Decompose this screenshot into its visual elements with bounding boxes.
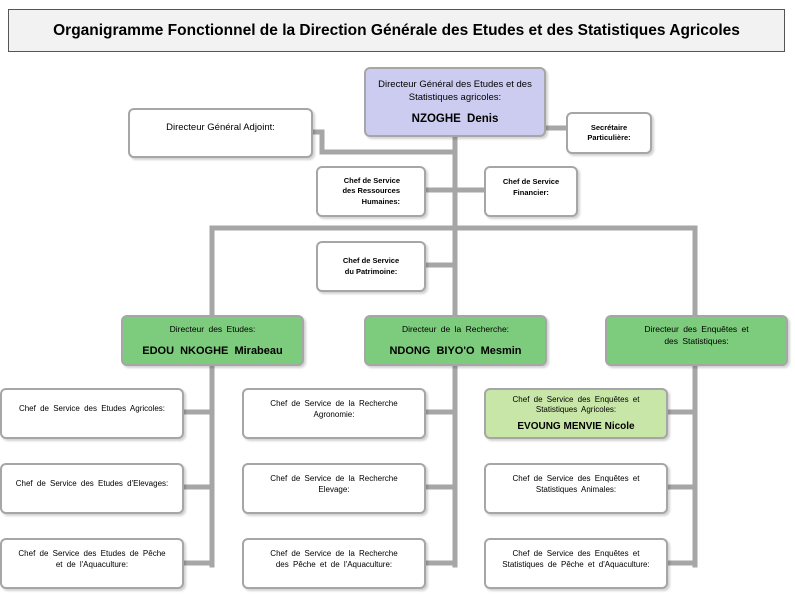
direction-etudes-title: Directeur des Etudes: <box>169 324 256 335</box>
patrimoine-box: Chef de Service du Patrimoine: <box>316 241 426 292</box>
service-enquetes-peche-title: Chef de Service des Enquêtes et Statisti… <box>502 549 650 569</box>
service-etudes-agricoles-box: Chef de Service des Etudes Agricoles: <box>0 388 184 439</box>
secretaire-box: Secrétaire Particulière: <box>566 112 652 154</box>
service-etudes-elevages-box: Chef de Service des Etudes d'Elevages: <box>0 463 184 514</box>
service-etudes-peche-title: Chef de Service des Etudes de Pêche et d… <box>18 549 166 569</box>
directeur-general-title: Directeur Général des Etudes et des Stat… <box>378 79 532 103</box>
directeur-general-adjoint-box: Directeur Général Adjoint: <box>128 108 313 158</box>
service-enquetes-animales-title: Chef de Service des Enquêtes et Statisti… <box>512 474 640 494</box>
service-enquetes-animales-box: Chef de Service des Enquêtes et Statisti… <box>484 463 668 514</box>
service-enquetes-peche-box: Chef de Service des Enquêtes et Statisti… <box>484 538 668 589</box>
service-recherche-agronomie-box: Chef de Service de la Recherche Agronomi… <box>242 388 426 439</box>
directeur-general-name: NZOGHE Denis <box>411 112 499 125</box>
directeur-general-box: Directeur Général des Etudes et des Stat… <box>364 67 546 137</box>
service-etudes-agricoles-title: Chef de Service des Etudes Agricoles: <box>18 404 166 414</box>
rh-title: Chef de Service des Ressources Humaines: <box>342 176 400 206</box>
direction-etudes-box: Directeur des Etudes: EDOU NKOGHE Mirabe… <box>121 315 304 366</box>
direction-recherche-title: Directeur de la Recherche: <box>401 324 510 335</box>
service-etudes-elevages-title: Chef de Service des Etudes d'Elevages: <box>15 479 169 489</box>
service-etudes-peche-box: Chef de Service des Etudes de Pêche et d… <box>0 538 184 589</box>
financier-title: Chef de Service Financier: <box>502 177 560 197</box>
service-recherche-agronomie-title: Chef de Service de la Recherche Agronomi… <box>270 399 398 419</box>
financier-box: Chef de Service Financier: <box>484 166 578 217</box>
service-recherche-peche-box: Chef de Service de la Recherche des Pêch… <box>242 538 426 589</box>
chart-title: Organigramme Fonctionnel de la Direction… <box>8 9 785 52</box>
secretaire-title: Secrétaire Particulière: <box>587 122 631 142</box>
patrimoine-title: Chef de Service du Patrimoine: <box>342 256 400 276</box>
direction-recherche-name: NDONG BIYO'O Mesmin <box>389 344 522 357</box>
direction-enquetes-box: Directeur des Enquêtes et des Statistiqu… <box>605 315 788 366</box>
rh-box: Chef de Service des Ressources Humaines: <box>316 166 426 217</box>
direction-etudes-name: EDOU NKOGHE Mirabeau <box>142 344 283 357</box>
direction-enquetes-title: Directeur des Enquêtes et des Statistiqu… <box>644 324 749 346</box>
service-recherche-peche-title: Chef de Service de la Recherche des Pêch… <box>270 549 398 569</box>
service-recherche-elevage-box: Chef de Service de la Recherche Elevage: <box>242 463 426 514</box>
service-enquetes-agricoles-box: Chef de Service des Enquêtes et Statisti… <box>484 388 668 439</box>
service-recherche-elevage-title: Chef de Service de la Recherche Elevage: <box>270 474 398 494</box>
service-enquetes-agricoles-name: EVOUNG MENVIE Nicole <box>517 421 635 433</box>
service-enquetes-agricoles-title: Chef de Service des Enquêtes et Statisti… <box>512 394 640 414</box>
directeur-general-adjoint-title: Directeur Général Adjoint: <box>166 121 275 133</box>
direction-recherche-box: Directeur de la Recherche: NDONG BIYO'O … <box>364 315 547 366</box>
